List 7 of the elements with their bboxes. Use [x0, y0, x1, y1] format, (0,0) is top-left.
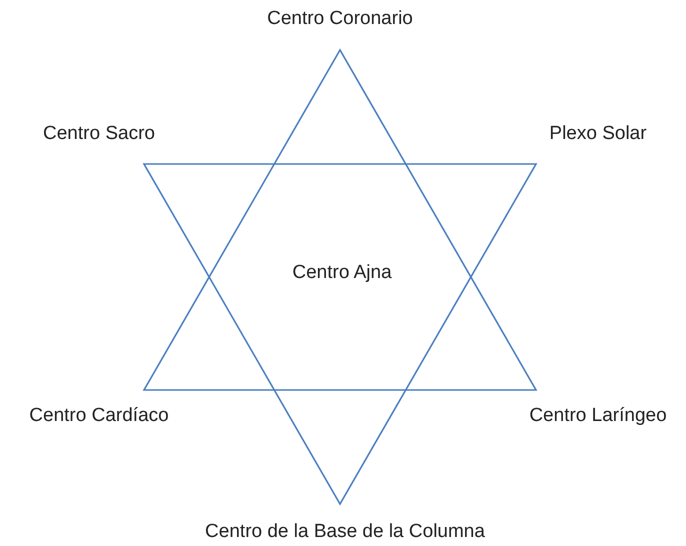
center-label: Centro Coronario — [267, 8, 413, 30]
center-label: Centro Ajna — [292, 262, 392, 284]
center-label: Centro Sacro — [43, 123, 155, 145]
center-label: Centro Laríngeo — [529, 405, 667, 427]
center-label: Centro Cardíaco — [29, 405, 169, 427]
center-label: Plexo Solar — [549, 123, 647, 145]
center-label: Centro de la Base de la Columna — [205, 521, 485, 543]
